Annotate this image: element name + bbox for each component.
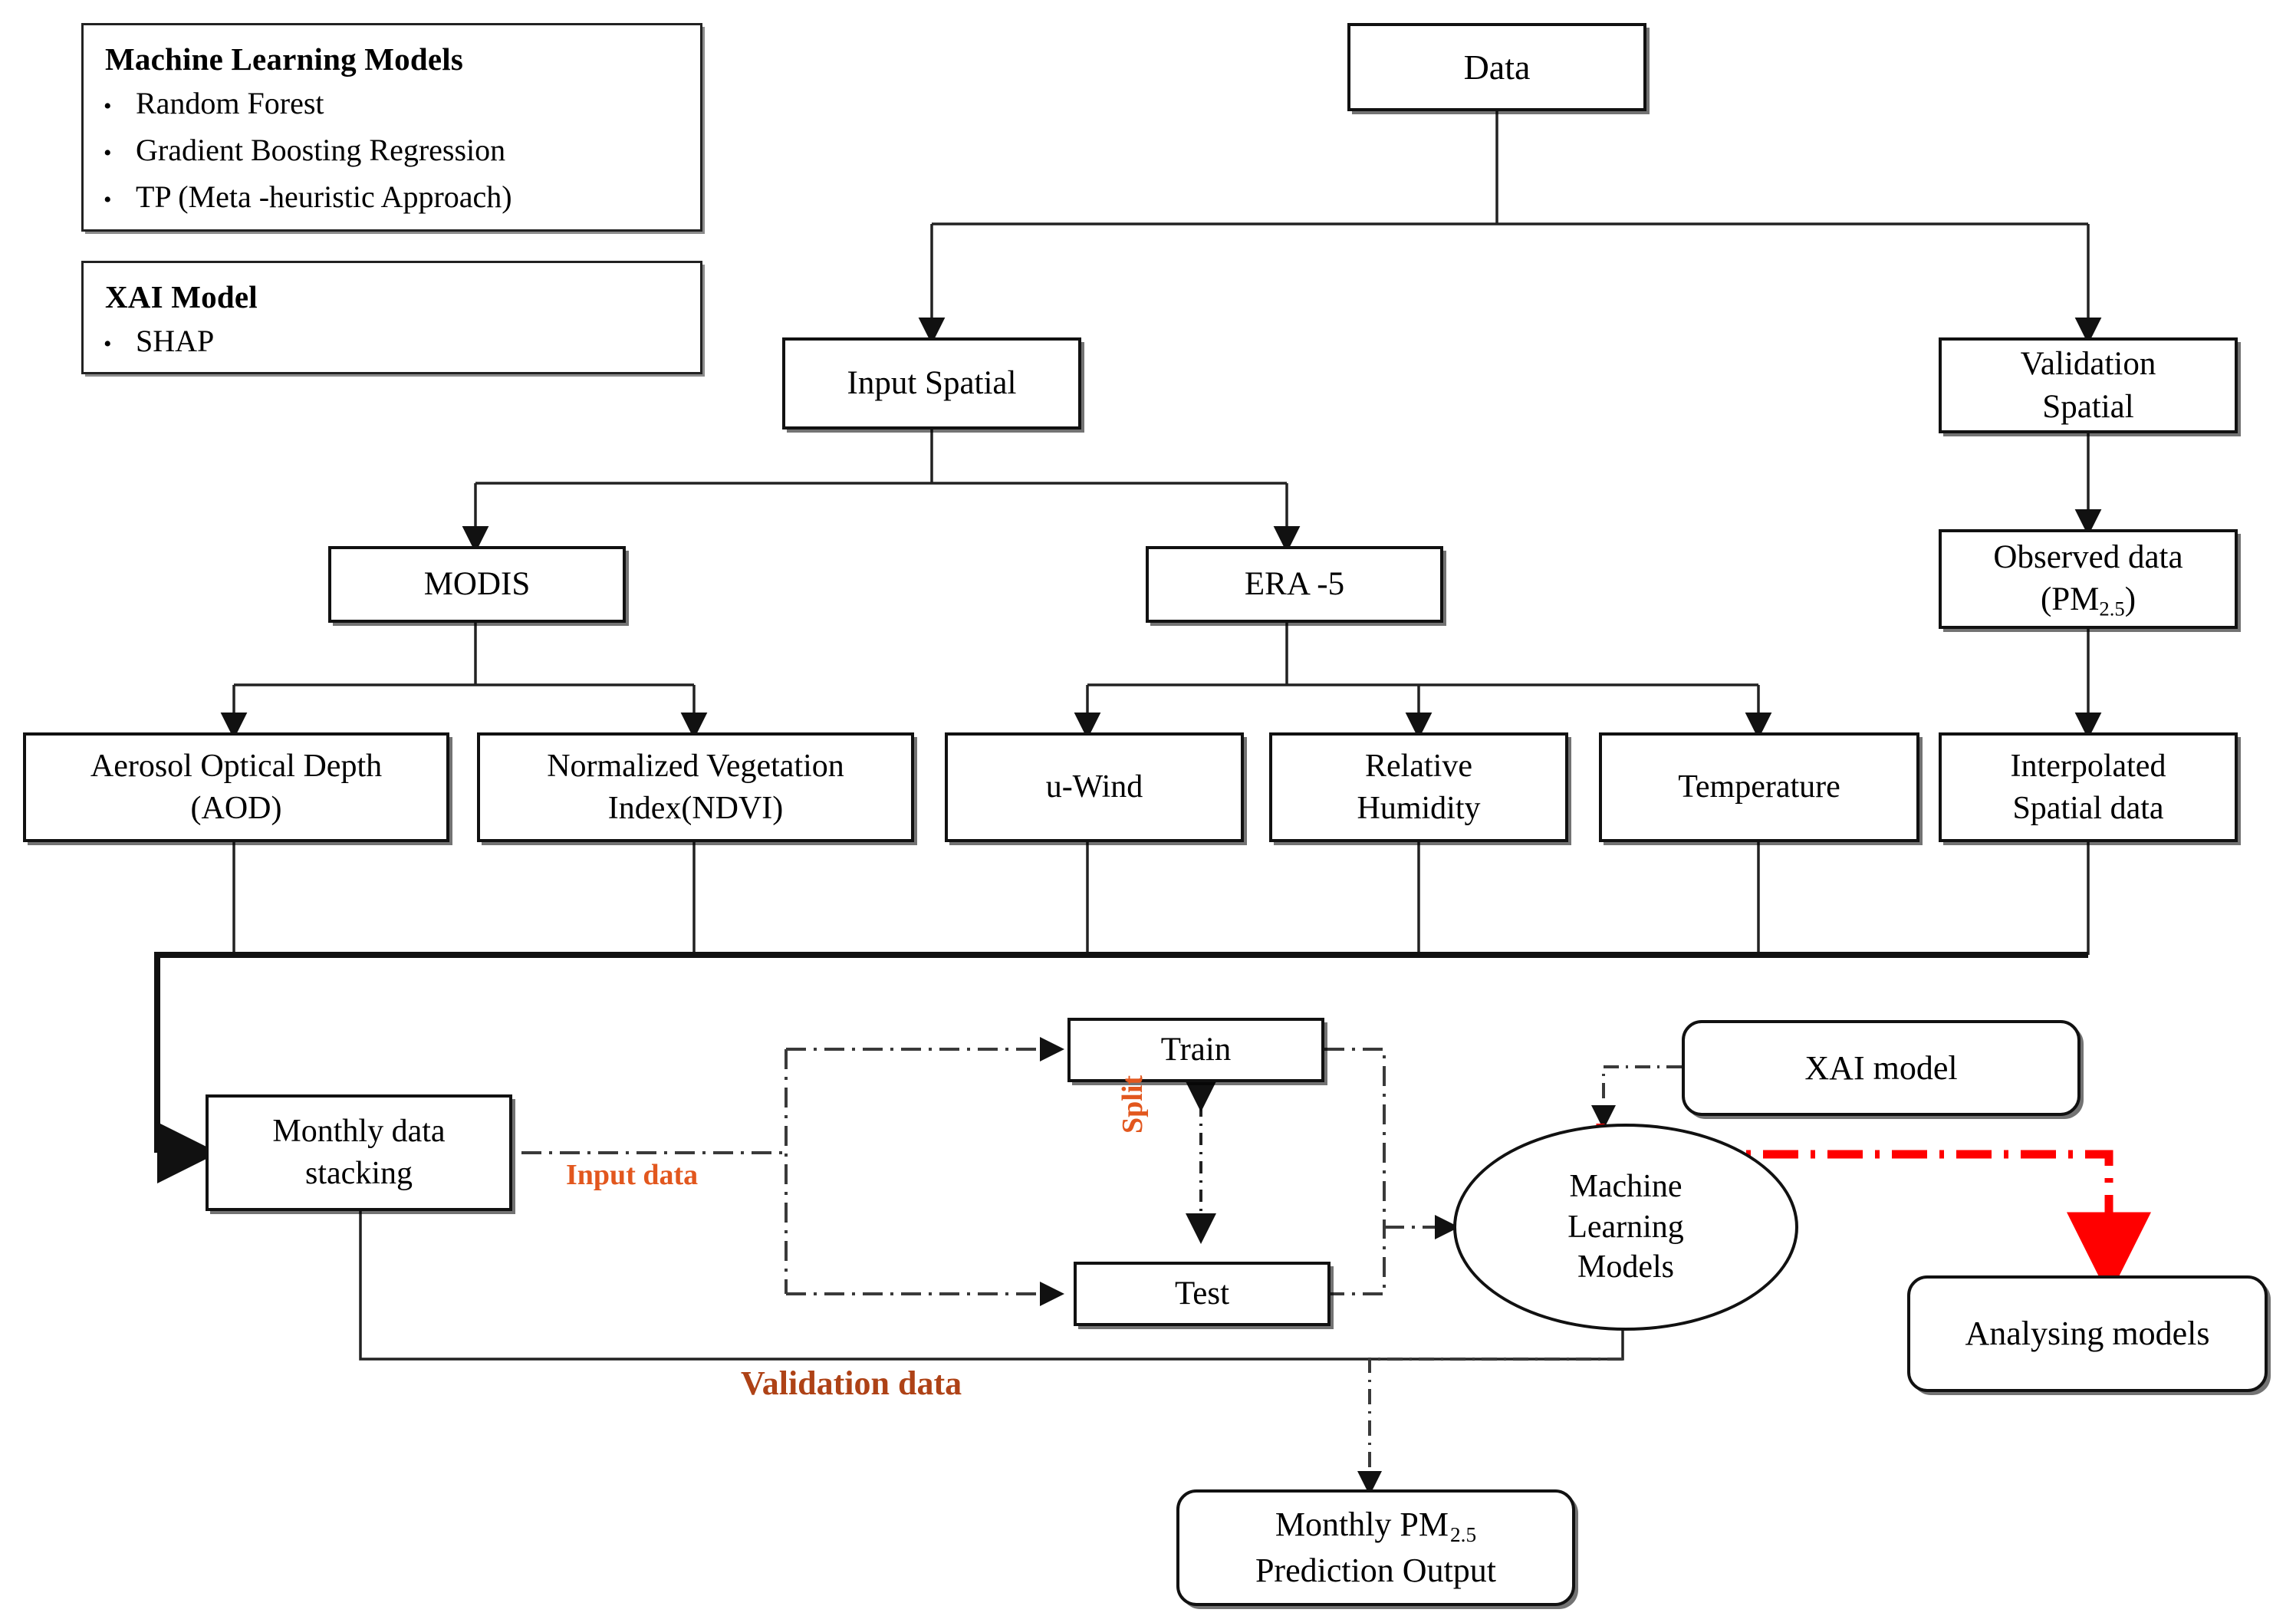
node-ndvi-line1: Normalized Vegetation <box>547 748 844 784</box>
legend-ml-item: • Random Forest <box>104 85 683 121</box>
legend-xai-item: • SHAP <box>104 323 683 359</box>
node-uwind-label: u-Wind <box>1045 769 1143 805</box>
node-temperature-label: Temperature <box>1678 769 1840 805</box>
legend-xai-title: XAI Model <box>105 279 258 314</box>
node-observed-data[interactable]: Observed data (PM2.5) <box>1939 529 2238 629</box>
edge-test-out <box>1324 1227 1386 1295</box>
node-interpolated-line1: Interpolated <box>2010 748 2166 784</box>
legend-xai-model: XAI Model • SHAP <box>81 261 702 374</box>
node-ndvi[interactable]: Normalized Vegetation Index(NDVI) <box>477 732 914 842</box>
node-aod[interactable]: Aerosol Optical Depth (AOD) <box>23 732 449 842</box>
node-ml-models-line1: Machine <box>1569 1168 1683 1204</box>
node-analysing-models-label: Analysing models <box>1965 1315 2210 1353</box>
node-era5[interactable]: ERA -5 <box>1146 546 1443 623</box>
node-era5-label: ERA -5 <box>1244 566 1345 603</box>
node-aod-line2: (AOD) <box>190 790 282 826</box>
node-ml-models-line3: Models <box>1577 1249 1674 1285</box>
node-train-label: Train <box>1160 1032 1232 1068</box>
node-interpolated-spatial-data[interactable]: Interpolated Spatial data <box>1939 732 2238 842</box>
node-xai-model[interactable]: XAI model <box>1682 1020 2081 1116</box>
node-prediction-output[interactable]: Monthly PM2.5 Prediction Output <box>1176 1489 1575 1606</box>
node-uwind[interactable]: u-Wind <box>945 732 1244 842</box>
node-ndvi-line2: Index(NDVI) <box>607 790 784 826</box>
node-monthly-stacking-line1: Monthly data <box>272 1114 446 1150</box>
bullet-icon: • <box>104 187 112 212</box>
node-test-label: Test <box>1174 1275 1230 1312</box>
label-validation-data: Validation data <box>741 1364 962 1402</box>
edge-ml-to-output <box>1357 1358 1623 1496</box>
label-split: Split <box>1117 1075 1149 1134</box>
node-test[interactable]: Test <box>1074 1262 1331 1326</box>
legend-xai-item-label: SHAP <box>136 324 215 358</box>
node-input-spatial[interactable]: Input Spatial <box>782 337 1081 430</box>
node-observed-data-line2: (PM2.5) <box>2040 581 2136 620</box>
node-relative-humidity[interactable]: Relative Humidity <box>1269 732 1568 842</box>
edge-validation-data-to-ml <box>359 1210 1636 1361</box>
node-monthly-stacking-line2: stacking <box>305 1156 413 1191</box>
node-aod-line1: Aerosol Optical Depth <box>90 748 383 784</box>
node-relative-humidity-line1: Relative <box>1365 748 1472 784</box>
node-validation-spatial-line2: Spatial <box>2042 388 2134 425</box>
node-monthly-data-stacking[interactable]: Monthly data stacking <box>206 1094 512 1211</box>
legend-ml-item-label: TP (Meta -heuristic Approach) <box>136 179 512 214</box>
node-validation-spatial[interactable]: Validation Spatial <box>1939 337 2238 433</box>
node-analysing-models[interactable]: Analysing models <box>1907 1275 2268 1392</box>
node-relative-humidity-line2: Humidity <box>1357 790 1481 826</box>
node-data[interactable]: Data <box>1347 23 1646 111</box>
bullet-icon: • <box>104 331 112 357</box>
edge-xai-to-ml <box>1591 1065 1682 1130</box>
label-input-data: Input data <box>566 1159 699 1191</box>
legend-ml-title: Machine Learning Models <box>105 41 463 77</box>
node-machine-learning-models[interactable]: Machine Learning Models <box>1453 1124 1798 1331</box>
node-temperature[interactable]: Temperature <box>1599 732 1919 842</box>
legend-ml-item: • Gradient Boosting Regression <box>104 132 683 168</box>
node-interpolated-line2: Spatial data <box>2012 790 2164 826</box>
node-train[interactable]: Train <box>1067 1018 1324 1082</box>
node-observed-data-line1: Observed data <box>1993 538 2183 575</box>
bullet-icon: • <box>104 94 112 119</box>
legend-ml-item-label: Random Forest <box>136 86 324 120</box>
legend-ml-item: • TP (Meta -heuristic Approach) <box>104 179 683 215</box>
node-input-spatial-label: Input Spatial <box>847 365 1017 402</box>
node-prediction-output-line1: Monthly PM2.5 <box>1275 1506 1477 1546</box>
bullet-icon: • <box>104 140 112 166</box>
legend-ml-list: • Random Forest • Gradient Boosting Regr… <box>104 85 683 215</box>
legend-ml-item-label: Gradient Boosting Regression <box>136 133 506 167</box>
node-validation-spatial-line1: Validation <box>2020 345 2156 382</box>
legend-machine-learning-models: Machine Learning Models • Random Forest … <box>81 23 702 232</box>
node-prediction-output-line2: Prediction Output <box>1255 1552 1497 1590</box>
node-modis-label: MODIS <box>423 566 531 603</box>
node-data-label: Data <box>1463 47 1531 87</box>
node-modis[interactable]: MODIS <box>328 546 626 623</box>
edge-train-out <box>1324 1048 1386 1227</box>
node-ml-models-line2: Learning <box>1567 1209 1684 1245</box>
legend-xai-list: • SHAP <box>104 323 683 359</box>
node-xai-model-label: XAI model <box>1804 1048 1958 1087</box>
